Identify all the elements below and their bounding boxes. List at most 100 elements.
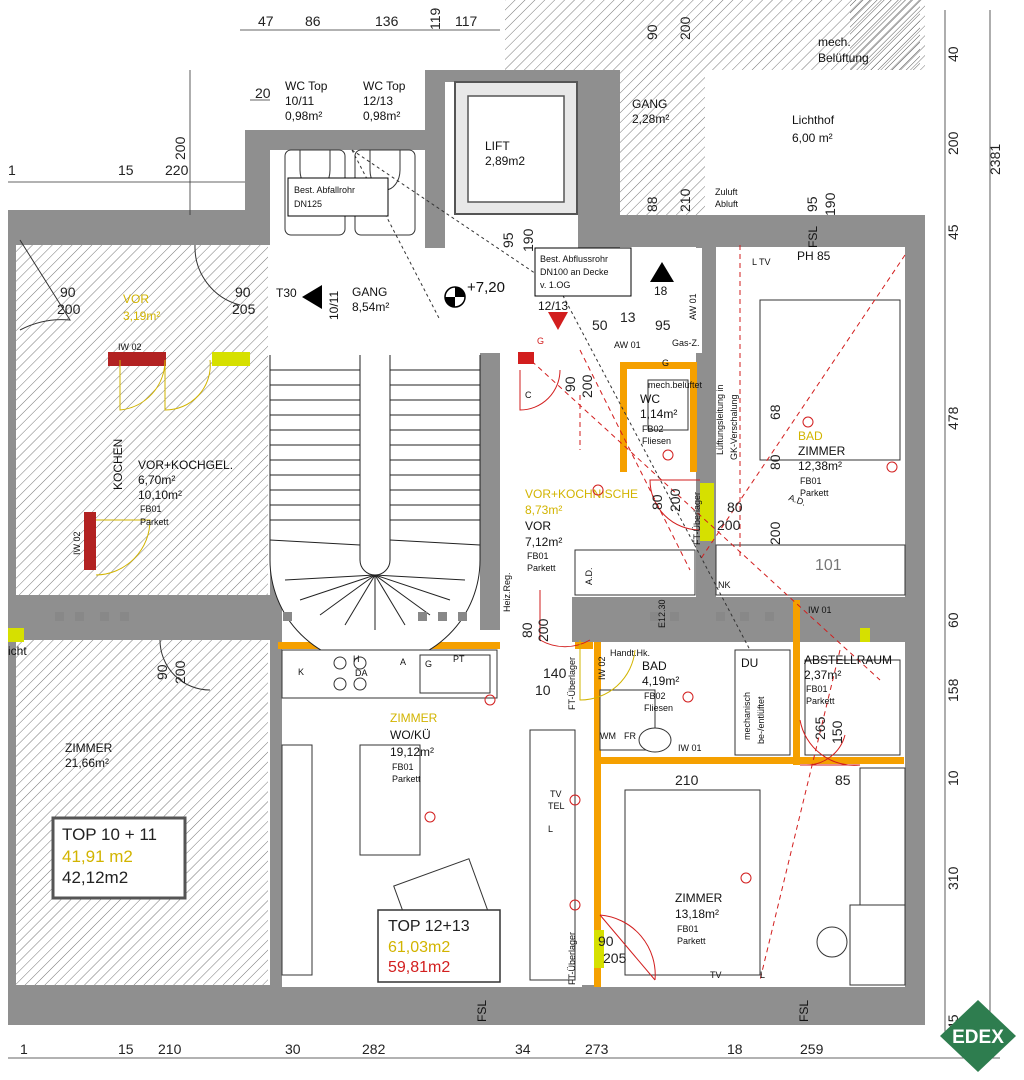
svg-text:ZIMMER: ZIMMER xyxy=(675,891,723,905)
dimensions-bottom: 1 15 210 30 282 34 273 18 259 xyxy=(20,1041,824,1057)
svg-text:90: 90 xyxy=(562,376,578,392)
svg-text:FB01: FB01 xyxy=(140,504,162,514)
red-markers xyxy=(424,416,898,911)
label-kochen: KOCHEN xyxy=(111,439,125,490)
level-marker xyxy=(444,286,466,308)
label-vor-kochnische: VOR+KOCHNISCHE 8,73m² VOR 7,12m² FB01 Pa… xyxy=(525,487,638,573)
svg-text:GK-Verschalung: GK-Verschalung xyxy=(729,394,739,460)
svg-text:WO/KÜ: WO/KÜ xyxy=(390,728,431,742)
svg-text:13,18m²: 13,18m² xyxy=(675,907,719,921)
svg-text:FB02: FB02 xyxy=(642,424,664,434)
svg-text:Zuluft: Zuluft xyxy=(715,187,738,197)
dimensions-right: 40 200 2381 45 478 60 158 10 310 45 xyxy=(945,46,1003,1030)
svg-text:Best. Abflussrohr: Best. Abflussrohr xyxy=(540,254,608,264)
svg-text:10/11: 10/11 xyxy=(327,291,341,320)
room-lichthof xyxy=(705,70,905,215)
svg-text:117: 117 xyxy=(455,13,478,29)
svg-text:H: H xyxy=(353,654,360,664)
svg-text:34: 34 xyxy=(515,1041,531,1057)
label-lift: LIFT 2,89m2 xyxy=(485,139,525,168)
top-10-11-text: TOP 10 + 11 41,91 m2 42,12m2 xyxy=(62,825,157,887)
svg-text:VOR+KOCHNISCHE: VOR+KOCHNISCHE xyxy=(525,487,638,501)
svg-text:TV: TV xyxy=(550,789,562,799)
svg-text:15: 15 xyxy=(118,1041,134,1057)
svg-text:NK: NK xyxy=(718,580,731,590)
svg-text:FT-Überlager: FT-Überlager xyxy=(567,657,577,710)
svg-text:220: 220 xyxy=(165,162,189,178)
svg-text:20: 20 xyxy=(255,85,271,101)
svg-text:90: 90 xyxy=(60,284,76,300)
svg-text:PT: PT xyxy=(453,654,465,664)
svg-text:200: 200 xyxy=(767,521,783,545)
svg-text:119: 119 xyxy=(427,7,443,30)
svg-text:IW 02: IW 02 xyxy=(72,531,82,555)
svg-text:59,81m2: 59,81m2 xyxy=(388,959,450,976)
svg-text:273: 273 xyxy=(585,1041,609,1057)
svg-text:FB01: FB01 xyxy=(392,762,414,772)
svg-text:210: 210 xyxy=(158,1041,182,1057)
svg-text:158: 158 xyxy=(945,678,961,702)
svg-text:205: 205 xyxy=(603,950,627,966)
arrow-up-icon xyxy=(650,262,674,282)
svg-text:136: 136 xyxy=(375,13,399,29)
dimensions-misc: 90 200 90 205 50 13 95 90 200 80 200 80 … xyxy=(57,188,851,966)
svg-text:90: 90 xyxy=(598,933,614,949)
svg-text:310: 310 xyxy=(945,866,961,890)
label-vor-left: VOR 3,19m² xyxy=(123,292,160,323)
svg-text:VOR+KOCHGEL.: VOR+KOCHGEL. xyxy=(138,458,233,472)
svg-text:200: 200 xyxy=(945,131,961,155)
svg-text:WM: WM xyxy=(600,731,616,741)
svg-text:0,98m²: 0,98m² xyxy=(285,109,322,123)
svg-text:200: 200 xyxy=(172,136,188,160)
svg-text:IW 01: IW 01 xyxy=(808,605,832,615)
svg-text:TV: TV xyxy=(710,970,722,980)
svg-text:6,00 m²: 6,00 m² xyxy=(792,131,833,145)
svg-text:TEL: TEL xyxy=(548,801,565,811)
svg-text:95: 95 xyxy=(655,317,671,333)
svg-text:2,28m²: 2,28m² xyxy=(632,112,669,126)
svg-text:C: C xyxy=(525,390,532,400)
svg-text:200: 200 xyxy=(579,374,595,398)
abfallrohr-box xyxy=(287,177,389,217)
svg-text:13: 13 xyxy=(620,309,636,325)
top-12-13-box xyxy=(377,909,501,983)
svg-text:Belüftung: Belüftung xyxy=(818,51,869,65)
svg-text:200: 200 xyxy=(717,517,741,533)
svg-text:80: 80 xyxy=(727,499,743,515)
svg-text:80: 80 xyxy=(649,494,665,510)
svg-text:mech.belüftet: mech.belüftet xyxy=(648,380,703,390)
svg-text:AW 01: AW 01 xyxy=(614,340,641,350)
top-10-11-box xyxy=(51,816,187,900)
svg-text:86: 86 xyxy=(305,13,321,29)
svg-text:FSL: FSL xyxy=(475,1000,489,1022)
svg-text:Fliesen: Fliesen xyxy=(642,436,671,446)
svg-text:8,73m²: 8,73m² xyxy=(525,503,562,517)
svg-text:PH 85: PH 85 xyxy=(797,249,831,263)
svg-text:AW 01: AW 01 xyxy=(688,293,698,320)
svg-text:Parkett: Parkett xyxy=(392,774,421,784)
label-du: DU mechanisch be-/entlüftet xyxy=(741,656,766,744)
svg-text:Lichthof: Lichthof xyxy=(792,113,835,127)
svg-text:200: 200 xyxy=(172,660,188,684)
svg-text:12,38m²: 12,38m² xyxy=(798,459,842,473)
svg-text:FB02: FB02 xyxy=(644,691,666,701)
svg-text:GANG: GANG xyxy=(632,97,667,111)
svg-text:IW 02: IW 02 xyxy=(597,656,607,680)
svg-text:200: 200 xyxy=(667,488,683,512)
svg-text:42,12m2: 42,12m2 xyxy=(62,868,128,887)
svg-text:DN100 an Decke: DN100 an Decke xyxy=(540,267,609,277)
svg-text:WC Top: WC Top xyxy=(363,79,406,93)
svg-text:ABSTELLRAUM: ABSTELLRAUM xyxy=(804,653,892,667)
svg-text:L: L xyxy=(548,824,553,834)
svg-text:21,66m²: 21,66m² xyxy=(65,756,109,770)
label-wc-10-11: WC Top 10/11 0,98m² xyxy=(285,79,328,123)
svg-text:DU: DU xyxy=(741,656,758,670)
svg-text:G: G xyxy=(537,336,544,346)
svg-text:FSL: FSL xyxy=(806,226,820,248)
svg-text:FT-Überlager: FT-Überlager xyxy=(567,932,577,985)
svg-text:Fliesen: Fliesen xyxy=(644,703,673,713)
svg-text:FB01: FB01 xyxy=(806,684,828,694)
svg-text:IW 02: IW 02 xyxy=(118,342,142,352)
svg-text:Parkett: Parkett xyxy=(677,936,706,946)
svg-text:FR: FR xyxy=(624,731,636,741)
